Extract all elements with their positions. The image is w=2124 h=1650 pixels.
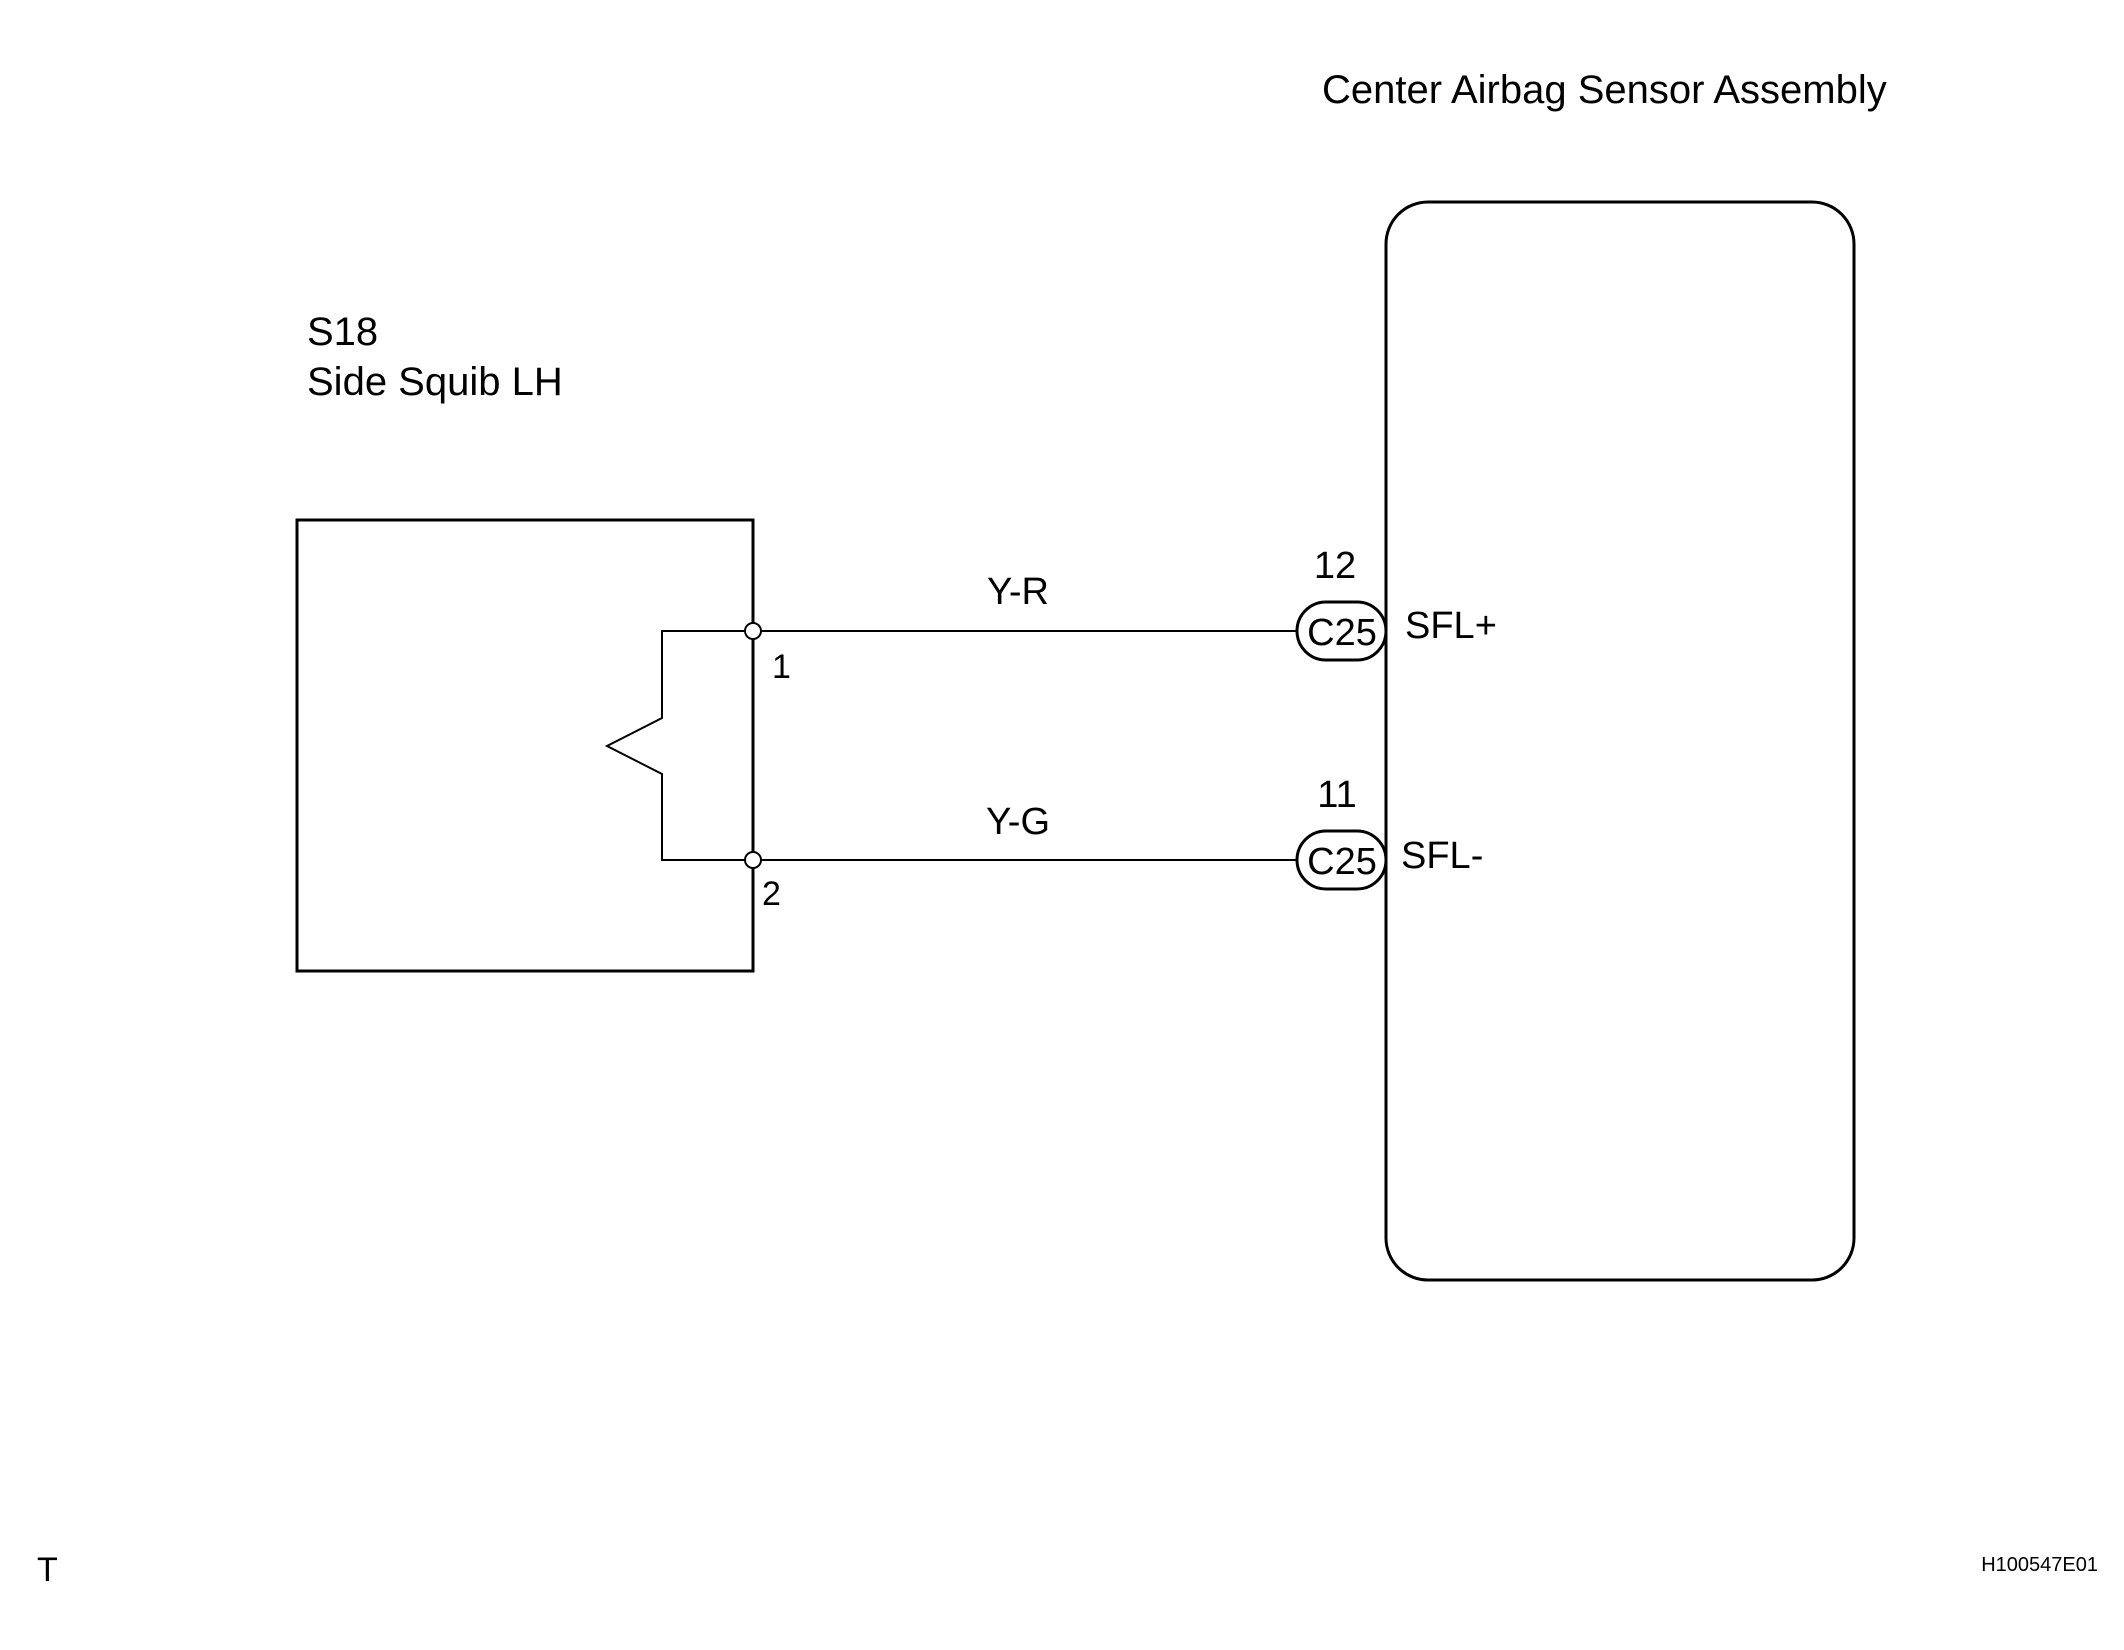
connector-badge xyxy=(1295,829,1388,891)
component-pin-label: 1 xyxy=(772,648,791,686)
connector-badge xyxy=(1295,600,1388,662)
terminal-2-dot xyxy=(744,851,762,869)
ecu-pin-label: 11 xyxy=(1317,774,1356,816)
component-box xyxy=(295,518,755,973)
ecu-pin-label: 12 xyxy=(1314,545,1356,587)
connector-label: C25 xyxy=(1307,841,1377,883)
wire-color-label: Y-R xyxy=(987,571,1049,613)
ecu-title: Center Airbag Sensor Assembly xyxy=(1322,68,1887,112)
figure-id: H100547E01 xyxy=(1981,1554,2098,1576)
component-name: Side Squib LH xyxy=(307,360,563,404)
signal-label: SFL- xyxy=(1401,835,1483,877)
terminal-1-dot xyxy=(744,622,762,640)
signal-label: SFL+ xyxy=(1405,605,1497,647)
wire-color-label: Y-G xyxy=(986,801,1050,843)
squib-element-symbol xyxy=(604,630,753,861)
component-code: S18 xyxy=(307,310,378,354)
corner-mark: T xyxy=(37,1551,58,1589)
connector-label: C25 xyxy=(1307,612,1377,654)
ecu-box xyxy=(1384,200,1856,1282)
component-pin-label: 2 xyxy=(762,875,781,913)
